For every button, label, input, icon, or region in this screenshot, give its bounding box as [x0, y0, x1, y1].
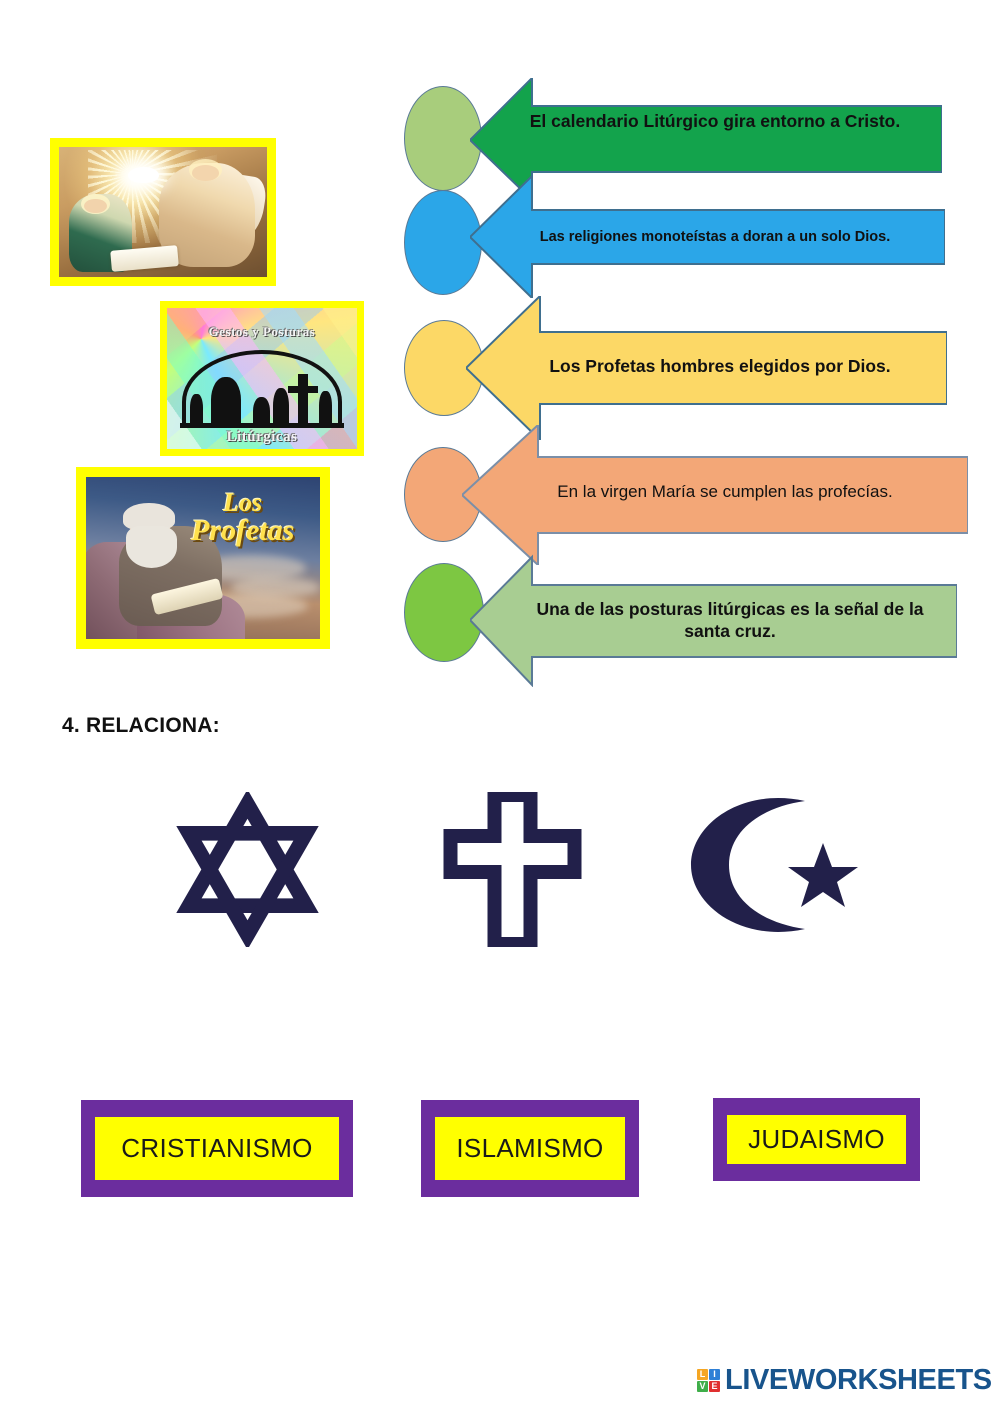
- answer-option-judaismo[interactable]: JUDAISMO: [713, 1098, 920, 1181]
- live-tile-e: E: [709, 1381, 720, 1392]
- live-tile-v: V: [697, 1381, 708, 1392]
- virgin-mary-head: [83, 199, 107, 214]
- prophet-beard: [125, 525, 178, 568]
- annunciation-artwork: [59, 147, 267, 277]
- angel-head: [192, 165, 220, 181]
- picture-annunciation: [50, 138, 276, 286]
- arch-silhouette: [182, 350, 342, 428]
- arrow-shape-icon: [462, 425, 968, 565]
- arrow-statement-5[interactable]: [470, 553, 957, 687]
- star-of-david-icon[interactable]: [140, 792, 355, 947]
- profetas-title-line1: Los: [223, 487, 263, 517]
- profetas-artwork: Los Profetas: [86, 477, 320, 639]
- figure-silhouette: [210, 377, 242, 428]
- ellipse-answer-slot-1[interactable]: [404, 86, 482, 191]
- cross-vertical: [298, 374, 308, 428]
- live-tile-i: I: [709, 1369, 720, 1380]
- figure-silhouette: [189, 394, 204, 428]
- figure-silhouette: [252, 396, 270, 428]
- liveworksheets-logo[interactable]: L I V E LIVEWORKSHEETS: [697, 1364, 992, 1397]
- answer-label: CRISTIANISMO: [121, 1133, 313, 1163]
- answer-option-cristianismo[interactable]: CRISTIANISMO: [81, 1100, 353, 1197]
- profetas-title: Los Profetas: [175, 487, 311, 547]
- crescent-and-star-icon[interactable]: [683, 795, 878, 935]
- arrow-statement-2[interactable]: [470, 176, 945, 298]
- ellipse-answer-slot-5[interactable]: [404, 563, 484, 662]
- ellipse-answer-slot-2[interactable]: [404, 190, 482, 295]
- latin-cross-icon[interactable]: [440, 792, 585, 947]
- cloud: [231, 577, 320, 599]
- liveworksheets-wordmark: LIVEWORKSHEETS: [725, 1364, 992, 1396]
- holy-spirit-dove-icon: [127, 166, 159, 184]
- live-tile-l: L: [697, 1369, 708, 1380]
- figure-silhouette: [319, 391, 333, 428]
- arrow-shape-icon: [466, 296, 947, 440]
- picture-los-profetas: Los Profetas: [76, 467, 330, 649]
- arrow-shape-icon: [470, 176, 945, 298]
- arrow-statement-3[interactable]: [466, 296, 947, 440]
- star-of-david-svg: [176, 792, 319, 947]
- live-tiles-icon: L I V E: [697, 1369, 720, 1392]
- gestos-title-bottom: Litúrgicas: [226, 429, 298, 446]
- profetas-title-line2: Profetas: [191, 513, 295, 547]
- figure-silhouette: [273, 388, 289, 428]
- open-book: [110, 245, 179, 273]
- arrow-statement-4[interactable]: [462, 425, 968, 565]
- gestos-artwork: Gestos y Posturas Litúrgicas: [167, 308, 357, 449]
- latin-cross-svg: [443, 792, 582, 947]
- answer-label: JUDAISMO: [748, 1124, 885, 1154]
- crescent-star-svg: [691, 798, 858, 932]
- arrow-shape-icon: [470, 554, 957, 687]
- answer-label: ISLAMISMO: [456, 1133, 604, 1163]
- page-title: 4. RELACIONA:: [62, 714, 220, 737]
- picture-gestos-posturas: Gestos y Posturas Litúrgicas: [160, 301, 364, 456]
- answer-option-islamismo[interactable]: ISLAMISMO: [421, 1100, 639, 1197]
- gestos-title-top: Gestos y Posturas: [208, 323, 316, 339]
